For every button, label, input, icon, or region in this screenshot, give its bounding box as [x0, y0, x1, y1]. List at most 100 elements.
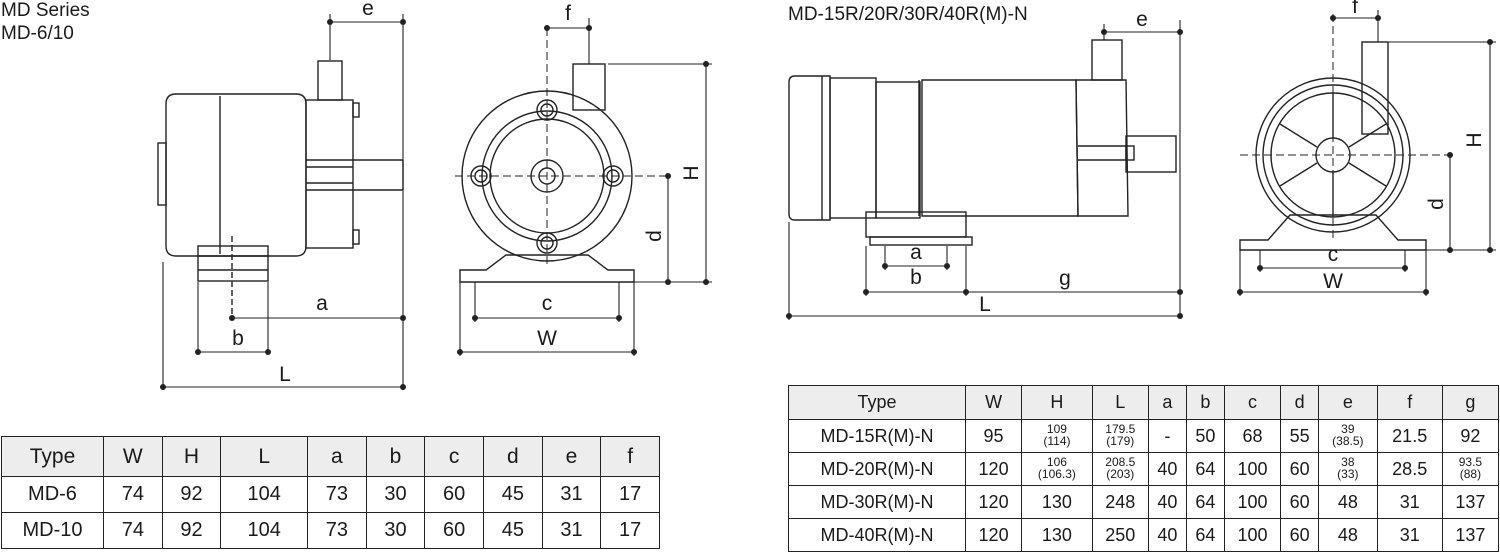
table-cell: MD-6 — [1, 476, 104, 513]
table-cell: 40 — [1147, 452, 1187, 486]
table-cell: MD-20R(M)-N — [788, 452, 966, 486]
table-cell: 60 — [1280, 485, 1320, 519]
md15r-front-dots — [1237, 15, 1493, 295]
md15r-dim-W: W — [1323, 270, 1343, 293]
table-cell: 74 — [103, 512, 163, 549]
cell-value: 208.5 — [1105, 454, 1136, 469]
table-cell: MD-30R(M)-N — [788, 485, 966, 519]
table-cell: 30 — [365, 512, 426, 549]
md15r-front-dimensions — [1239, 10, 1496, 296]
md6-dim-W: W — [537, 327, 557, 350]
column-header: g — [1441, 385, 1500, 420]
table-cell: 60 — [1280, 518, 1320, 552]
table-cell: 120 — [964, 518, 1023, 552]
table-cell: 55 — [1280, 419, 1320, 453]
md15r-side-dimensions — [788, 20, 1181, 320]
md6-dim-L: L — [279, 363, 291, 386]
table-row: MD-10 74 92 104 73 30 60 45 31 17 — [1, 512, 660, 549]
md15r-dim-a: a — [910, 241, 922, 264]
md6-front-view — [455, 28, 665, 283]
table-cell: 64 — [1185, 452, 1225, 486]
table-cell: 73 — [307, 512, 367, 549]
table-cell: 60 — [424, 476, 484, 513]
column-header: Type — [1, 436, 104, 477]
table-cell: 45 — [483, 512, 543, 549]
column-header: e — [541, 436, 602, 477]
column-header: a — [1147, 385, 1187, 420]
table-cell: 104 — [220, 512, 309, 549]
cell-value: 109 — [1046, 421, 1067, 436]
md6-front-dots — [457, 25, 709, 355]
md15r-spec-table: Type W H L a b c d e f g MD-15R(M)-N 95 … — [788, 385, 1500, 552]
cell-alt-value: (106.3) — [1037, 466, 1076, 481]
md6-dim-a: a — [316, 292, 328, 315]
table-cell: 95 — [964, 419, 1023, 453]
table-cell: 38(33) — [1318, 452, 1378, 486]
table-cell: 60 — [1280, 452, 1320, 486]
md15r-side-view — [788, 39, 1177, 246]
table-cell: 100 — [1223, 518, 1282, 552]
md15r-dim-c: c — [1328, 243, 1339, 266]
md6-dim-f: f — [565, 2, 571, 25]
cell-alt-value: (33) — [1337, 466, 1359, 481]
column-header: a — [307, 436, 367, 477]
md15r-dim-H: H — [1463, 132, 1486, 147]
md6-front-dimensions — [459, 18, 712, 356]
cell-value: 39 — [1341, 421, 1355, 436]
table-cell: 74 — [103, 476, 163, 513]
table-cell: 50 — [1185, 419, 1225, 453]
table-cell: 120 — [964, 485, 1023, 519]
table-cell: MD-40R(M)-N — [788, 518, 966, 552]
column-header: c — [1223, 385, 1282, 420]
cell-alt-value: (38.5) — [1332, 433, 1364, 448]
table-cell: 104 — [220, 476, 309, 513]
cell-alt-value: (179) — [1106, 433, 1135, 448]
column-header: f — [600, 436, 660, 477]
table-cell: 64 — [1185, 518, 1225, 552]
table-cell: 39(38.5) — [1318, 419, 1378, 453]
table-row: MD-20R(M)-N 120 106(106.3) 208.5(203) 40… — [788, 452, 1500, 486]
column-header: L — [1091, 385, 1149, 420]
column-header: b — [365, 436, 426, 477]
md15r-dim-e: e — [1136, 8, 1148, 31]
table-cell: 31 — [541, 512, 602, 549]
column-header: b — [1185, 385, 1225, 420]
table-cell: 130 — [1021, 518, 1093, 552]
table-cell: 250 — [1091, 518, 1149, 552]
table-cell: 31 — [541, 476, 602, 513]
table-cell: 248 — [1091, 485, 1149, 519]
md6-side-view — [157, 60, 404, 318]
table-header-row: Type W H L a b c d e f — [1, 436, 660, 477]
column-header: W — [964, 385, 1023, 420]
column-header: c — [424, 436, 484, 477]
table-cell: 60 — [424, 512, 484, 549]
column-header: H — [161, 436, 222, 477]
table-cell: 109(114) — [1021, 419, 1093, 453]
table-cell: 100 — [1223, 485, 1282, 519]
md6-dim-H: H — [680, 165, 703, 180]
md6-dim-d: d — [643, 230, 666, 242]
md6-dim-e: e — [362, 0, 374, 20]
column-header: L — [220, 436, 309, 477]
table-cell: 31 — [1376, 518, 1443, 552]
table-cell: MD-15R(M)-N — [788, 419, 966, 453]
table-cell: 92 — [161, 476, 222, 513]
table-cell: 92 — [161, 512, 222, 549]
table-header-row: Type W H L a b c d e f g — [788, 385, 1500, 420]
table-cell: 31 — [1376, 485, 1443, 519]
table-cell: - — [1147, 419, 1187, 453]
table-cell: 120 — [964, 452, 1023, 486]
column-header: Type — [788, 385, 966, 420]
table-cell: 17 — [600, 476, 660, 513]
table-cell: 130 — [1021, 485, 1093, 519]
md6-dim-c: c — [542, 292, 553, 315]
table-cell: 106(106.3) — [1021, 452, 1093, 486]
cell-alt-value: (114) — [1043, 433, 1071, 448]
md6-side-dimensions — [162, 14, 404, 390]
md15r-front-view — [1239, 14, 1456, 251]
table-row: MD-40R(M)-N 120 130 250 40 64 100 60 48 … — [788, 518, 1500, 552]
table-cell: 40 — [1147, 518, 1187, 552]
right-model-title: MD-15R/20R/30R/40R(M)-N — [788, 4, 1028, 25]
table-cell: 28.5 — [1376, 452, 1443, 486]
